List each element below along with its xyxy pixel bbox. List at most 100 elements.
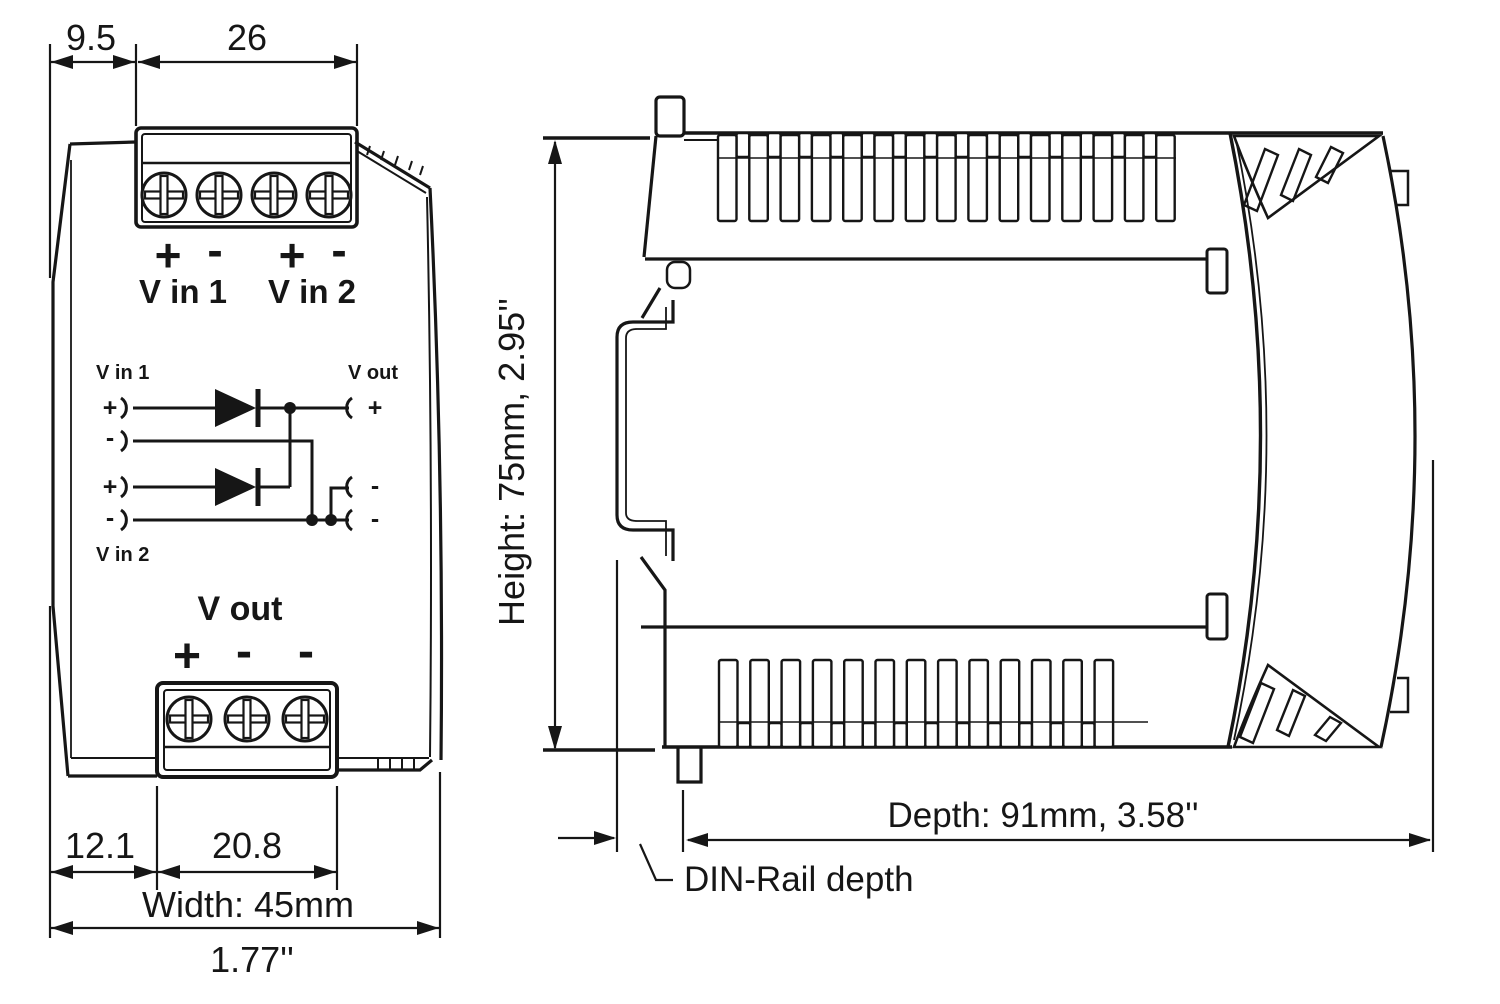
screw-terminal [250,171,298,219]
front-dimensions: 9.5 26 12.1 20.8 Width: 45mm 1.77'' [48,17,442,980]
vout-minus2-label: - [298,625,314,678]
junction-dot [325,514,337,526]
fin [954,131,970,159]
din-rail-leader [638,843,673,882]
fin [968,658,990,749]
fin [892,721,909,749]
fin [842,133,863,223]
fin [1093,658,1115,749]
vin1-label: V in 1 [139,273,227,310]
schematic-vin2-label: V in 2 [96,544,149,566]
diode-2 [215,468,261,506]
fin [904,133,926,223]
fin [967,133,989,223]
fin [998,133,1020,223]
dim-width-inch: 1.77'' [210,939,294,980]
fin [1017,131,1033,159]
dim-bottom-offset: 12.1 [65,825,135,866]
junction-dot [306,514,318,526]
vout-minus1-label: - [236,625,252,678]
dim-height: Height: 75mm, 2.95'' [491,298,532,626]
fin [830,721,846,749]
fin [843,658,864,749]
fin [1142,131,1158,159]
schematic-in2-minus: - [106,504,114,532]
fin [767,721,783,749]
fin [1029,133,1051,223]
schematic-in1-minus: - [106,424,114,452]
fin [829,131,845,159]
top-tab [654,95,686,138]
fin [1080,721,1096,749]
schematic-out-plus: + [368,394,383,422]
dim-depth: Depth: 91mm, 3.58'' [887,796,1198,835]
side-dimensions: Height: 75mm, 2.95'' Depth: 91mm, 3.58''… [491,136,1435,899]
fin [935,133,957,223]
circuit-schematic: V in 1 V out V in 2 + - + - [96,362,398,566]
fin [1110,131,1127,159]
screw-terminal [165,695,213,743]
front-bottom-terminal-labels: V out + - - [173,590,314,683]
vout-plus-label: + [173,630,201,683]
fin [873,133,895,223]
fin [1154,133,1176,223]
front-view: + - + - V in 1 V in 2 V in 1 V out V in … [48,17,444,980]
fin [735,131,751,159]
fin [1048,131,1064,159]
din-rail-depth-label: DIN-Rail depth [684,860,914,899]
fin [736,721,752,749]
outer-curve [1379,135,1417,748]
fin [1123,133,1145,223]
schematic-vout-label: V out [348,362,398,384]
fin [748,133,769,223]
latch-tab-bottom [1205,592,1229,641]
vent-fins-bottom [717,658,1115,749]
vin1-minus-label: - [207,224,222,276]
fin [936,658,958,749]
fin [1049,721,1065,749]
front-body-outline [51,140,444,778]
face-step-top [1390,169,1410,207]
side-front-face [1226,132,1417,748]
fin [749,658,770,749]
fin [891,131,908,159]
fin [999,658,1021,749]
dim-top-block-width: 26 [227,17,267,58]
fin [1030,658,1052,749]
din-rail-outer [615,300,675,561]
side-view: Height: 75mm, 2.95'' Depth: 91mm, 3.58''… [491,95,1435,899]
fin [874,658,896,749]
fin [1062,658,1084,749]
fin [860,131,876,159]
dim-bottom-block-width: 20.8 [212,825,282,866]
face-step-bottom [1390,676,1410,714]
schematic-in1-plus: + [103,394,118,422]
fin [1079,131,1095,159]
diode-1 [215,389,261,427]
front-top-terminal-block [134,126,359,229]
bottom-clip [639,556,667,746]
fin [1092,133,1114,223]
din-rail-inner [625,307,667,556]
inner-curve-2 [1233,139,1268,741]
bottom-clip-notch [676,747,703,784]
screw-terminal [305,171,353,219]
junction-dot [284,402,296,414]
fin [780,658,802,749]
vin2-minus-label: - [331,224,346,276]
vin2-label: V in 2 [268,273,356,310]
fin [861,721,877,749]
din-rail-profile [615,135,703,784]
vin2-plus-label: + [279,229,306,281]
output-terminal-arcs [345,396,353,532]
vin1-plus-label: + [155,229,182,281]
fin [1018,721,1034,749]
corner-vents-top [1232,134,1383,220]
fin [779,133,801,223]
fin [717,658,739,749]
clip-nub [665,260,692,290]
screw-terminal [281,695,329,743]
front-bottom-ribs [377,758,415,770]
fin [766,131,782,159]
